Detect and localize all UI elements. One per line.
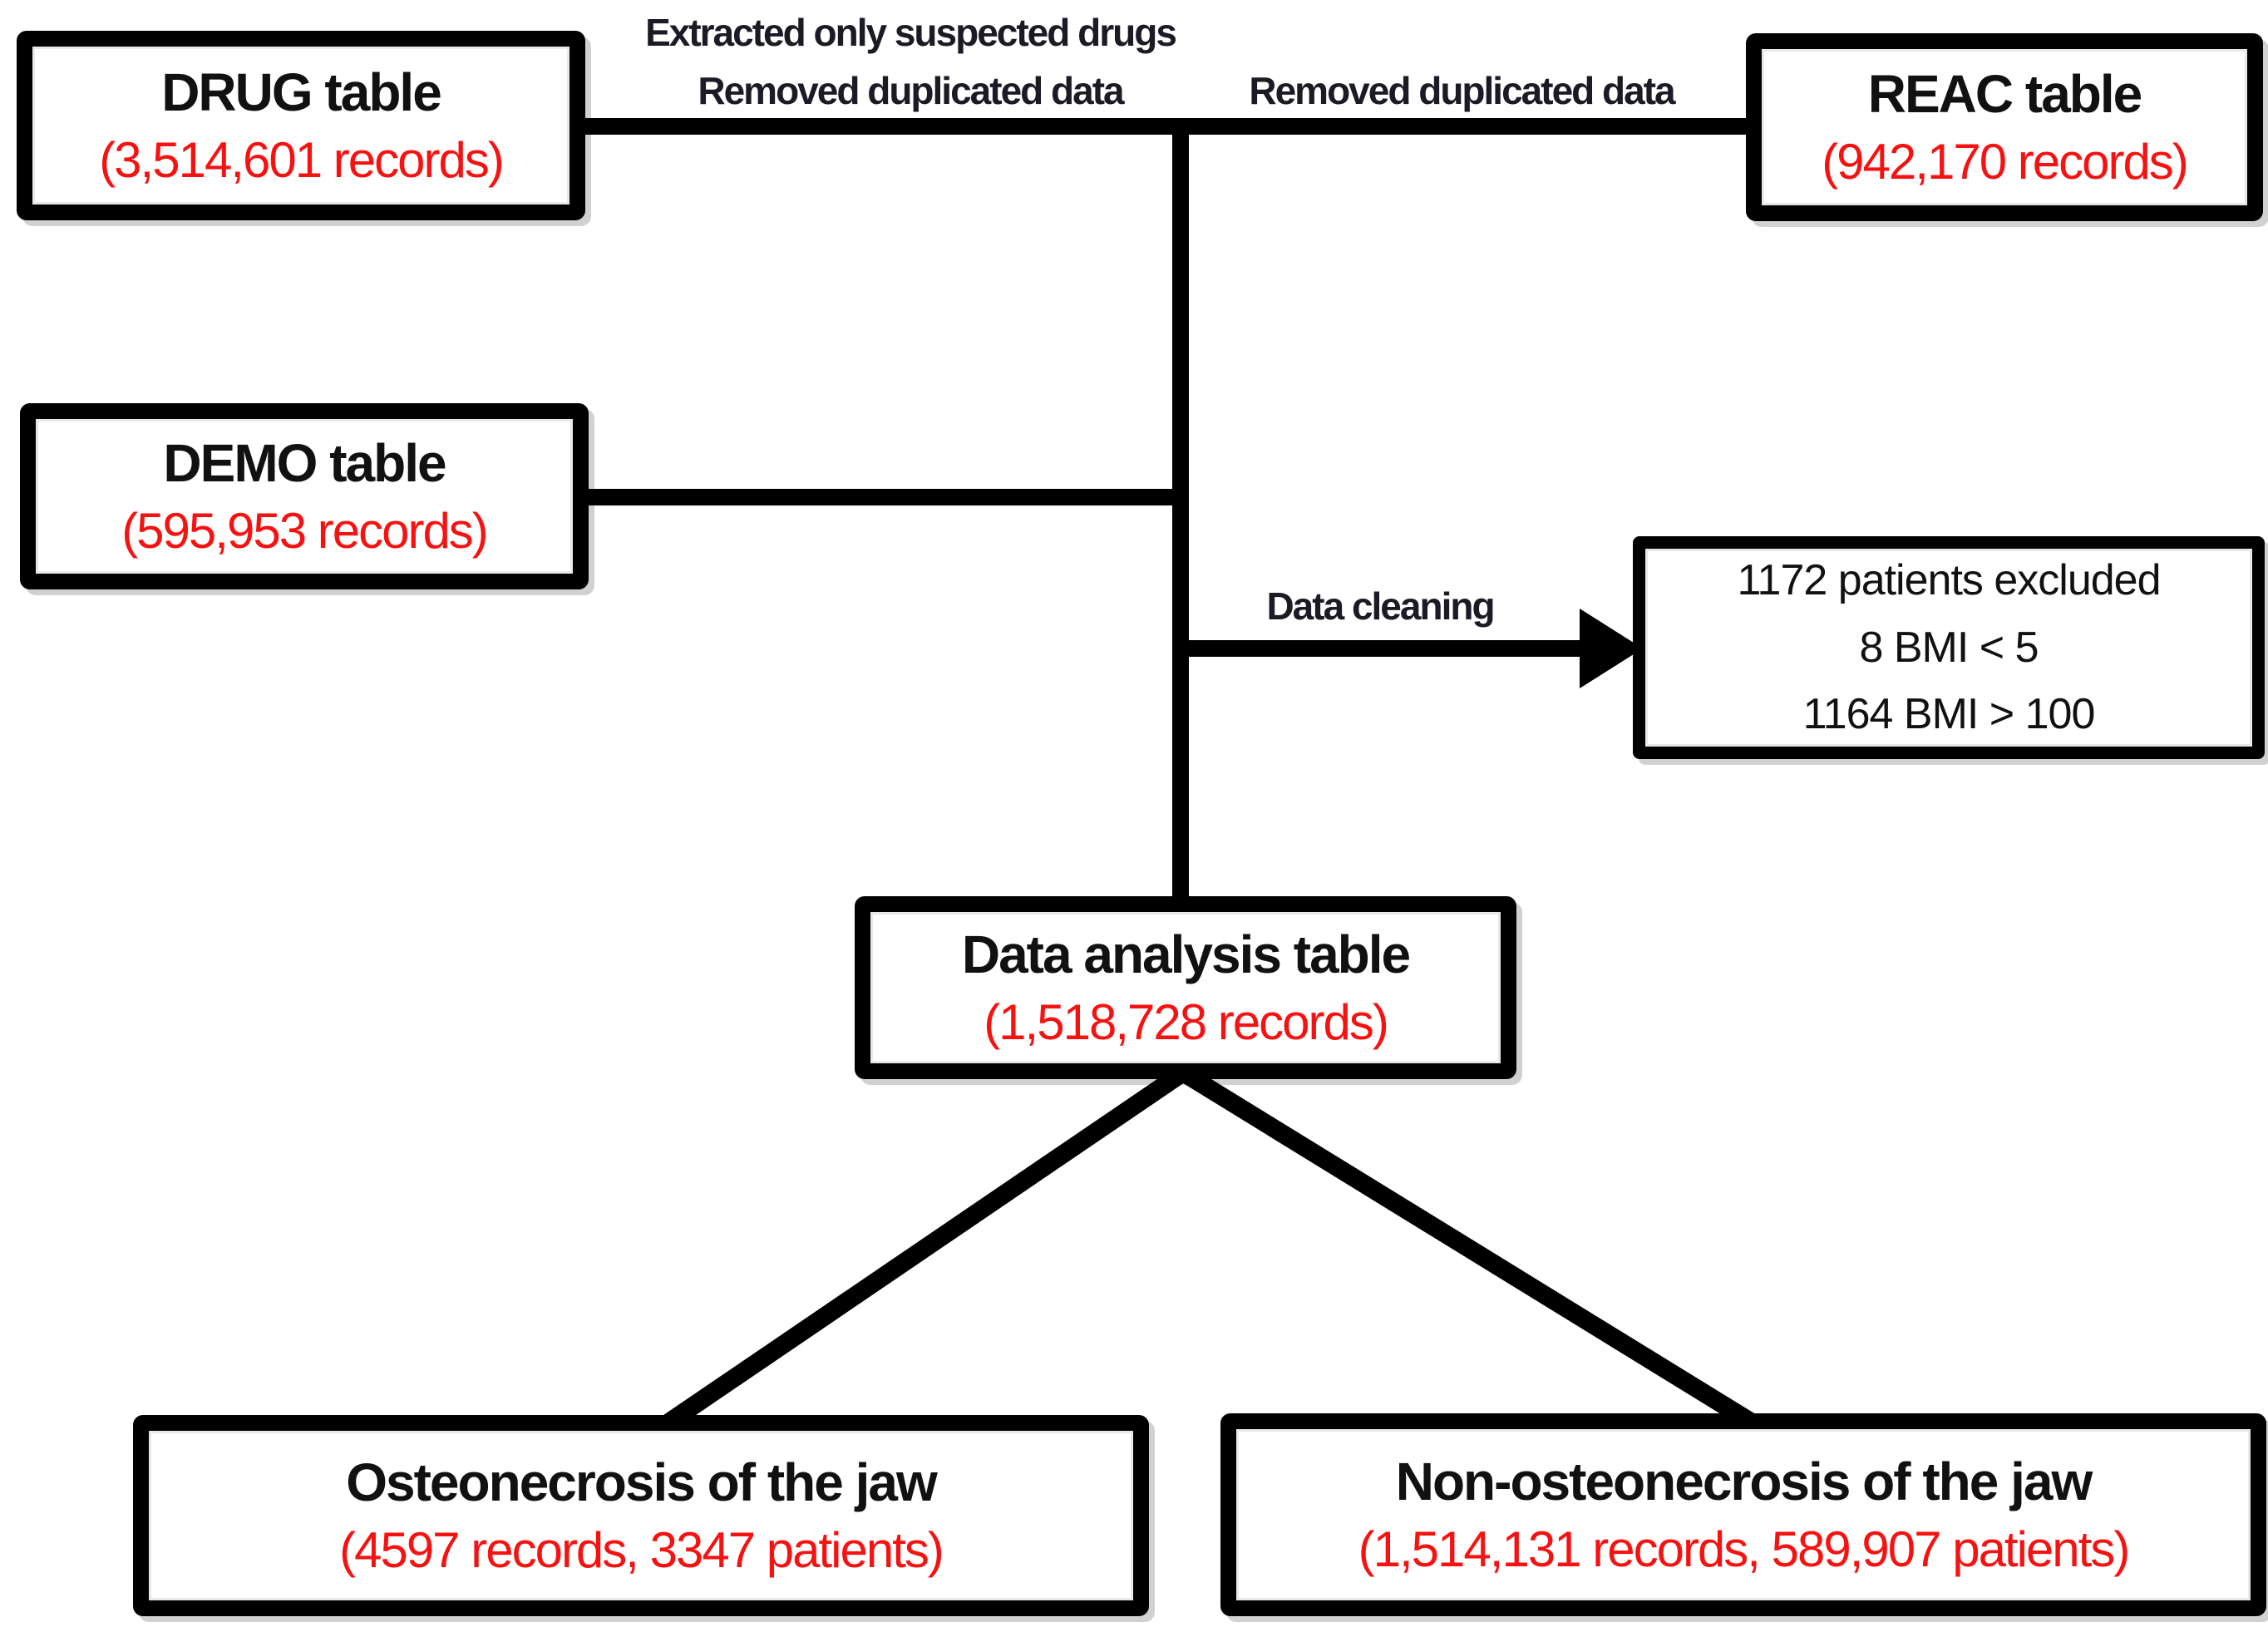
cleaning-arrowhead [1580, 609, 1643, 688]
demo-table-record-count: (595,953 records) [121, 503, 489, 560]
connector-analysis-onj [659, 1064, 1189, 1433]
annotation-removed-duplicated-right: Removed duplicated data [1249, 69, 1675, 112]
annotation-extracted-suspected-drugs: Extracted only suspected drugs [645, 11, 1177, 54]
drug-table-record-count: (3,514,601 records) [99, 132, 505, 189]
reac-table-node: REAC table (942,170 records) [1746, 33, 2263, 221]
drug-table-node: DRUG table (3,514,601 records) [17, 31, 585, 220]
excluded-patients-total: 1172 patients excluded [1737, 556, 2162, 605]
non-osteonecrosis-title: Non-osteonecrosis of the jaw [1395, 1452, 2093, 1512]
osteonecrosis-record-count: (4597 records, 3347 patients) [339, 1522, 944, 1579]
demo-table-node: DEMO table (595,953 records) [20, 403, 589, 589]
excluded-bmi-low: 8 BMI < 5 [1859, 623, 2039, 672]
non-osteonecrosis-node: Non-osteonecrosis of the jaw (1,514,131 … [1220, 1413, 2266, 1616]
reac-table-title: REAC table [1867, 64, 2142, 125]
excluded-bmi-high: 1164 BMI > 100 [1802, 690, 2096, 739]
annotation-removed-duplicated-left: Removed duplicated data [698, 69, 1124, 112]
osteonecrosis-node: Osteonecrosis of the jaw (4597 records, … [133, 1415, 1149, 1616]
reac-table-record-count: (942,170 records) [1822, 134, 2189, 190]
annotation-data-cleaning: Data cleaning [1266, 584, 1495, 628]
connector-analysis-non-onj [1178, 1064, 1761, 1433]
excluded-patients-node: 1172 patients excluded 8 BMI < 5 1164 BM… [1633, 536, 2265, 759]
demo-table-title: DEMO table [163, 433, 446, 494]
osteonecrosis-title: Osteonecrosis of the jaw [346, 1452, 938, 1513]
data-analysis-title: Data analysis table [961, 924, 1411, 985]
drug-table-title: DRUG table [161, 62, 442, 123]
non-osteonecrosis-record-count: (1,514,131 records, 589,907 patients) [1358, 1521, 2131, 1578]
data-analysis-record-count: (1,518,728 records) [984, 994, 1389, 1051]
data-analysis-table-node: Data analysis table (1,518,728 records) [855, 896, 1516, 1079]
